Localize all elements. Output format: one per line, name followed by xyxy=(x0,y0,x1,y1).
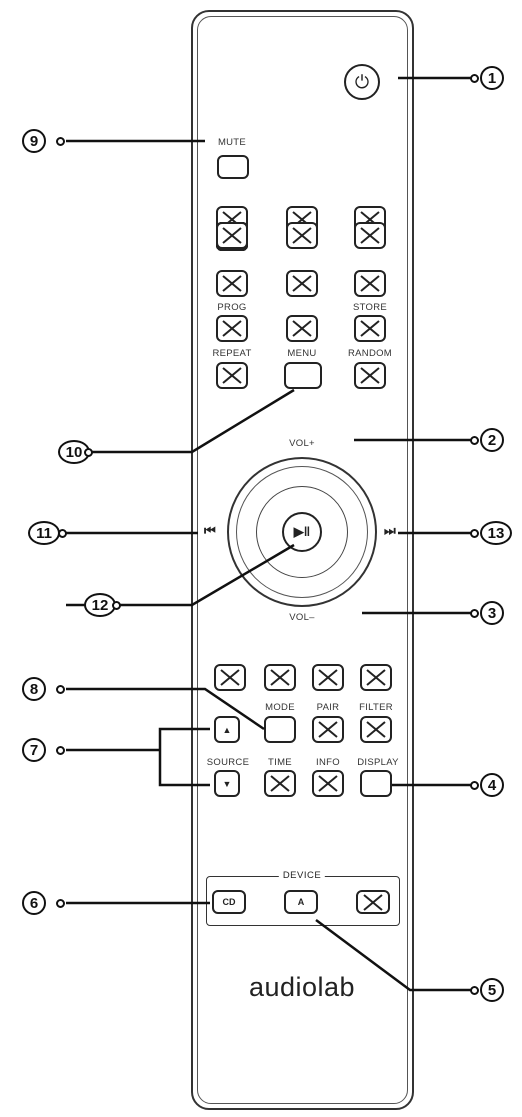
callout-dot-10 xyxy=(84,448,93,457)
filter-button[interactable] xyxy=(360,716,392,743)
menu-button[interactable] xyxy=(284,362,322,389)
device-label: DEVICE xyxy=(278,870,326,881)
function-button-2[interactable] xyxy=(264,664,296,691)
source-label: SOURCE xyxy=(206,757,250,768)
power-button[interactable]: ⏻ xyxy=(344,64,380,100)
device-cd-button[interactable]: CD xyxy=(212,890,246,914)
callout-dot-5 xyxy=(470,986,479,995)
power-icon: ⏻ xyxy=(354,71,370,92)
info-label: INFO xyxy=(316,757,340,768)
key-0[interactable] xyxy=(286,315,318,342)
callout-dot-6 xyxy=(56,899,65,908)
device-cd-label: CD xyxy=(222,897,236,907)
callout-12: 12 xyxy=(84,593,116,617)
callout-7: 7 xyxy=(22,738,46,762)
display-button[interactable] xyxy=(360,770,392,797)
key-9[interactable] xyxy=(354,270,386,297)
play-pause-button[interactable]: ▶‖ xyxy=(282,512,322,552)
store-label: STORE xyxy=(352,302,388,313)
display-label: DISPLAY xyxy=(357,757,399,768)
callout-dot-8 xyxy=(56,685,65,694)
menu-label: MENU xyxy=(287,348,317,359)
random-button[interactable] xyxy=(354,362,386,389)
callout-dot-11 xyxy=(58,529,67,538)
callout-6: 6 xyxy=(22,891,46,915)
play-pause-icon: ▶‖ xyxy=(293,524,311,539)
repeat-button[interactable] xyxy=(216,362,248,389)
up-arrow-icon: ▲ xyxy=(222,724,232,735)
volume-wheel-outer[interactable] xyxy=(227,457,377,607)
pair-button[interactable] xyxy=(312,716,344,743)
device-a-button[interactable]: A xyxy=(284,890,318,914)
callout-dot-9 xyxy=(56,137,65,146)
device-a-label: A xyxy=(297,897,305,907)
callout-dot-13 xyxy=(470,529,479,538)
filter-label: FILTER xyxy=(359,702,393,713)
mode-button[interactable] xyxy=(264,716,296,743)
key-7[interactable] xyxy=(216,270,248,297)
callout-dot-1 xyxy=(470,74,479,83)
callout-5: 5 xyxy=(480,978,504,1002)
callout-dot-4 xyxy=(470,781,479,790)
mute-button[interactable] xyxy=(217,155,249,179)
mute-label: MUTE xyxy=(217,137,247,148)
callout-11: 11 xyxy=(28,521,60,545)
nav-ring xyxy=(256,486,348,578)
mode-label: MODE xyxy=(265,702,295,713)
key-8[interactable] xyxy=(286,270,318,297)
source-up-button[interactable]: ▲ xyxy=(214,716,240,743)
next-icon[interactable]: ⏭ xyxy=(384,523,396,538)
callout-9: 9 xyxy=(22,129,46,153)
function-button-3[interactable] xyxy=(312,664,344,691)
callout-13: 13 xyxy=(480,521,512,545)
prev-icon[interactable]: ⏮ xyxy=(204,523,216,538)
device-b-button[interactable] xyxy=(356,890,390,914)
down-arrow-icon: ▼ xyxy=(222,778,232,789)
function-button-4[interactable] xyxy=(360,664,392,691)
vol-plus-label: VOL+ xyxy=(289,438,315,449)
prog-label: PROG xyxy=(217,302,247,313)
store-button[interactable] xyxy=(354,315,386,342)
function-button-1[interactable] xyxy=(214,664,246,691)
brand-logo: audiolab xyxy=(248,972,356,1002)
info-button[interactable] xyxy=(312,770,344,797)
key-4[interactable] xyxy=(216,222,248,249)
callout-3: 3 xyxy=(480,601,504,625)
callout-dot-2 xyxy=(470,436,479,445)
vol-minus-label: VOL– xyxy=(289,612,315,623)
source-down-button[interactable]: ▼ xyxy=(214,770,240,797)
callout-2: 2 xyxy=(480,428,504,452)
time-button[interactable] xyxy=(264,770,296,797)
random-label: RANDOM xyxy=(347,348,393,359)
callout-8: 8 xyxy=(22,677,46,701)
volume-wheel-inner xyxy=(236,466,368,598)
callout-4: 4 xyxy=(480,773,504,797)
prog-button[interactable] xyxy=(216,315,248,342)
callout-dot-12 xyxy=(112,601,121,610)
callout-dot-7 xyxy=(56,746,65,755)
key-5[interactable] xyxy=(286,222,318,249)
repeat-label: REPEAT xyxy=(212,348,252,359)
callout-1: 1 xyxy=(480,66,504,90)
pair-label: PAIR xyxy=(316,702,340,713)
callout-dot-3 xyxy=(470,609,479,618)
key-6[interactable] xyxy=(354,222,386,249)
time-label: TIME xyxy=(268,757,292,768)
